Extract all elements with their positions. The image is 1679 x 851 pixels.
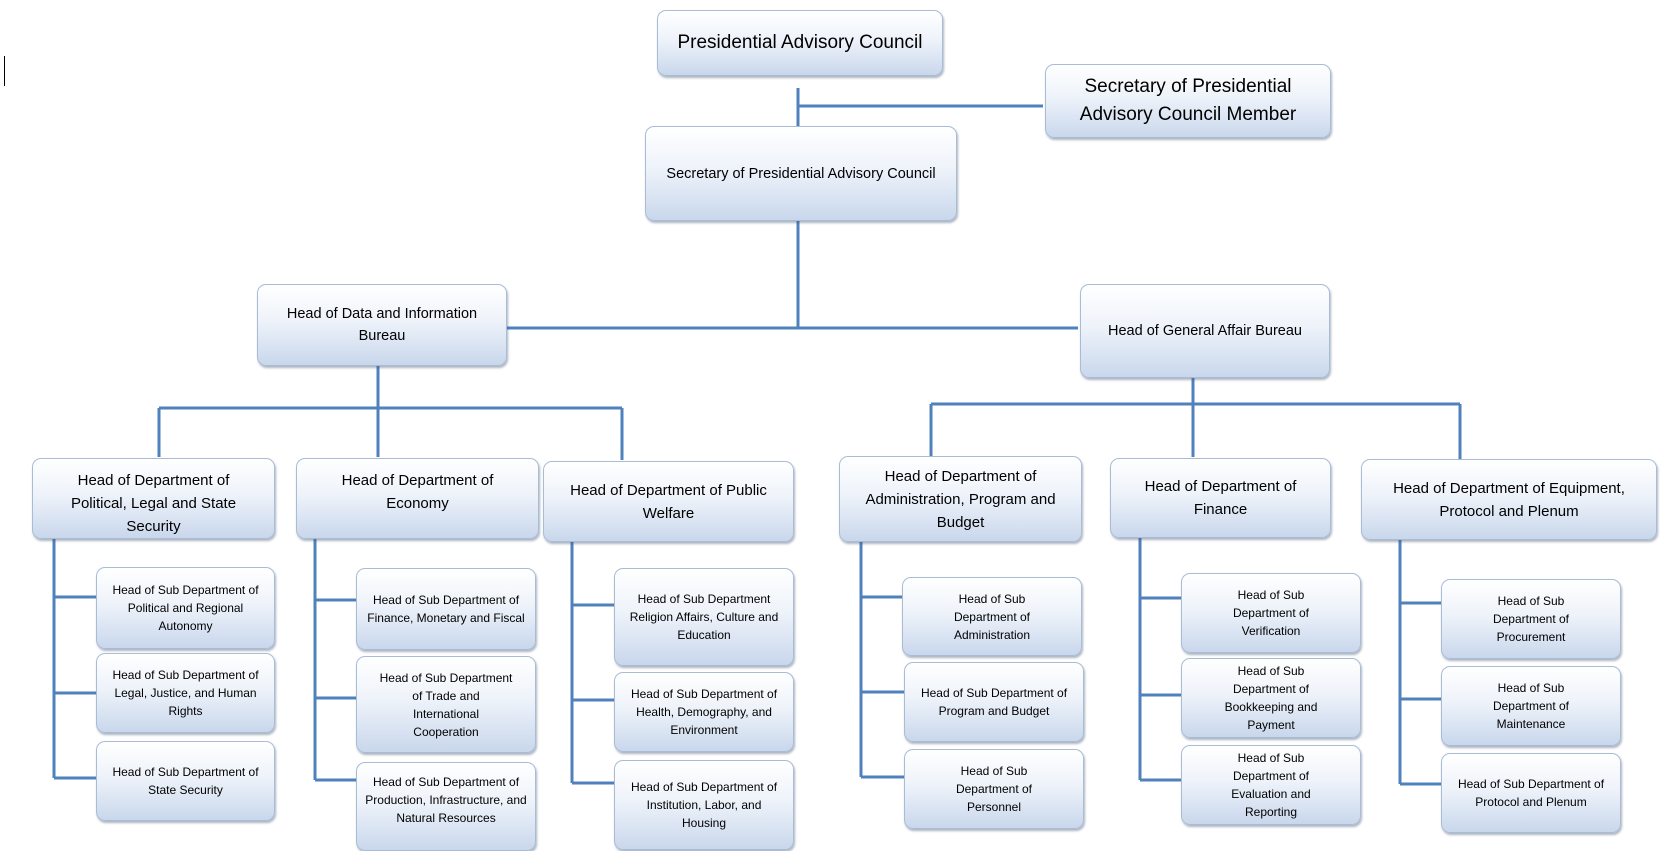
department-label: Head of Department of Public Welfare <box>570 481 767 522</box>
department-label: Head of Department of Economy <box>341 472 494 512</box>
sub-department-box: Head of Sub Department of Procurement <box>1441 579 1621 659</box>
sub-department-label: Head of Sub Department of Maintenance <box>1492 681 1570 731</box>
sub-department-box: Head of Sub Department of Evaluation and… <box>1181 745 1361 825</box>
council-secretary-box: Secretary of Presidential Advisory Counc… <box>645 126 957 221</box>
general-bureau-box: Head of General Affair Bureau <box>1080 284 1330 378</box>
department-box: Head of Department of Equipment, Protoco… <box>1361 459 1657 540</box>
sub-department-label: Head of Sub Department of Bookkeeping an… <box>1224 664 1318 732</box>
council-member-secretary-box: Secretary of Presidential Advisory Counc… <box>1045 64 1331 138</box>
department-label: Head of Department of Equipment, Protoco… <box>1393 479 1625 520</box>
sub-department-label: Head of Sub Department of Political and … <box>112 583 259 633</box>
sub-department-label: Head of Sub Department of Verification <box>1232 588 1310 638</box>
sub-department-label: Head of Sub Department of Health, Demogr… <box>630 687 778 737</box>
sub-department-label: Head of Sub Department of Trade and Inte… <box>379 670 513 739</box>
sub-department-box: Head of Sub Department of State Security <box>96 741 275 821</box>
sub-department-label: Head of Sub Department of Institution, L… <box>630 780 778 830</box>
sub-department-box: Head of Sub Department Religion Affairs,… <box>614 568 794 666</box>
sub-department-box: Head of Sub Department of Program and Bu… <box>904 662 1084 742</box>
department-label: Head of Department of Political, Legal a… <box>70 472 237 535</box>
sub-department-box: Head of Sub Department of Political and … <box>96 567 275 649</box>
data-bureau-label: Head of Data and Information Bureau <box>286 306 478 344</box>
sub-department-label: Head of Sub Department of Finance, Monet… <box>367 593 525 625</box>
sub-department-label: Head of Sub Department of Protocol and P… <box>1457 777 1605 809</box>
council-box: Presidential Advisory Council <box>657 10 943 76</box>
sub-department-box: Head of Sub Department of Trade and Inte… <box>356 656 536 753</box>
sub-department-label: Head of Sub Department of Legal, Justice… <box>112 668 259 718</box>
sub-department-label: Head of Sub Department of State Security <box>112 765 259 797</box>
sub-department-label: Head of Sub Department of Production, In… <box>365 775 527 825</box>
sub-department-label: Head of Sub Department of Procurement <box>1492 594 1570 644</box>
sub-department-label: Head of Sub Department of Personnel <box>955 764 1033 814</box>
sub-department-label: Head of Sub Department of Evaluation and… <box>1231 751 1311 819</box>
department-box: Head of Department of Political, Legal a… <box>32 458 275 539</box>
sub-department-box: Head of Sub Department of Verification <box>1181 573 1361 653</box>
department-box: Head of Department of Economy <box>296 458 539 539</box>
department-box: Head of Department of Administration, Pr… <box>839 456 1082 542</box>
sub-department-box: Head of Sub Department of Protocol and P… <box>1441 753 1621 833</box>
text-cursor <box>4 56 5 86</box>
sub-department-box: Head of Sub Department of Bookkeeping an… <box>1181 658 1361 738</box>
sub-department-label: Head of Sub Department of Administration <box>953 591 1031 642</box>
council-label: Presidential Advisory Council <box>677 32 923 53</box>
sub-department-box: Head of Sub Department of Legal, Justice… <box>96 653 275 733</box>
sub-department-box: Head of Sub Department of Finance, Monet… <box>356 568 536 650</box>
sub-department-box: Head of Sub Department of Health, Demogr… <box>614 672 794 752</box>
sub-department-box: Head of Sub Department of Institution, L… <box>614 760 794 850</box>
data-bureau-box: Head of Data and Information Bureau <box>257 284 507 366</box>
sub-department-label: Head of Sub Department of Program and Bu… <box>920 686 1068 718</box>
council-member-secretary-label: Secretary of Presidential Advisory Counc… <box>1079 76 1297 125</box>
department-box: Head of Department of Finance <box>1110 458 1331 538</box>
sub-department-box: Head of Sub Department of Administration <box>902 577 1082 656</box>
sub-department-label: Head of Sub Department Religion Affairs,… <box>629 592 779 642</box>
sub-department-box: Head of Sub Department of Personnel <box>904 749 1084 829</box>
department-label: Head of Department of Administration, Pr… <box>865 467 1056 531</box>
general-bureau-label: Head of General Affair Bureau <box>1108 323 1302 339</box>
sub-department-box: Head of Sub Department of Maintenance <box>1441 666 1621 746</box>
council-secretary-label: Secretary of Presidential Advisory Counc… <box>666 165 936 182</box>
department-box: Head of Department of Public Welfare <box>543 461 794 542</box>
department-label: Head of Department of Finance <box>1144 478 1297 518</box>
sub-department-box: Head of Sub Department of Production, In… <box>356 762 536 851</box>
